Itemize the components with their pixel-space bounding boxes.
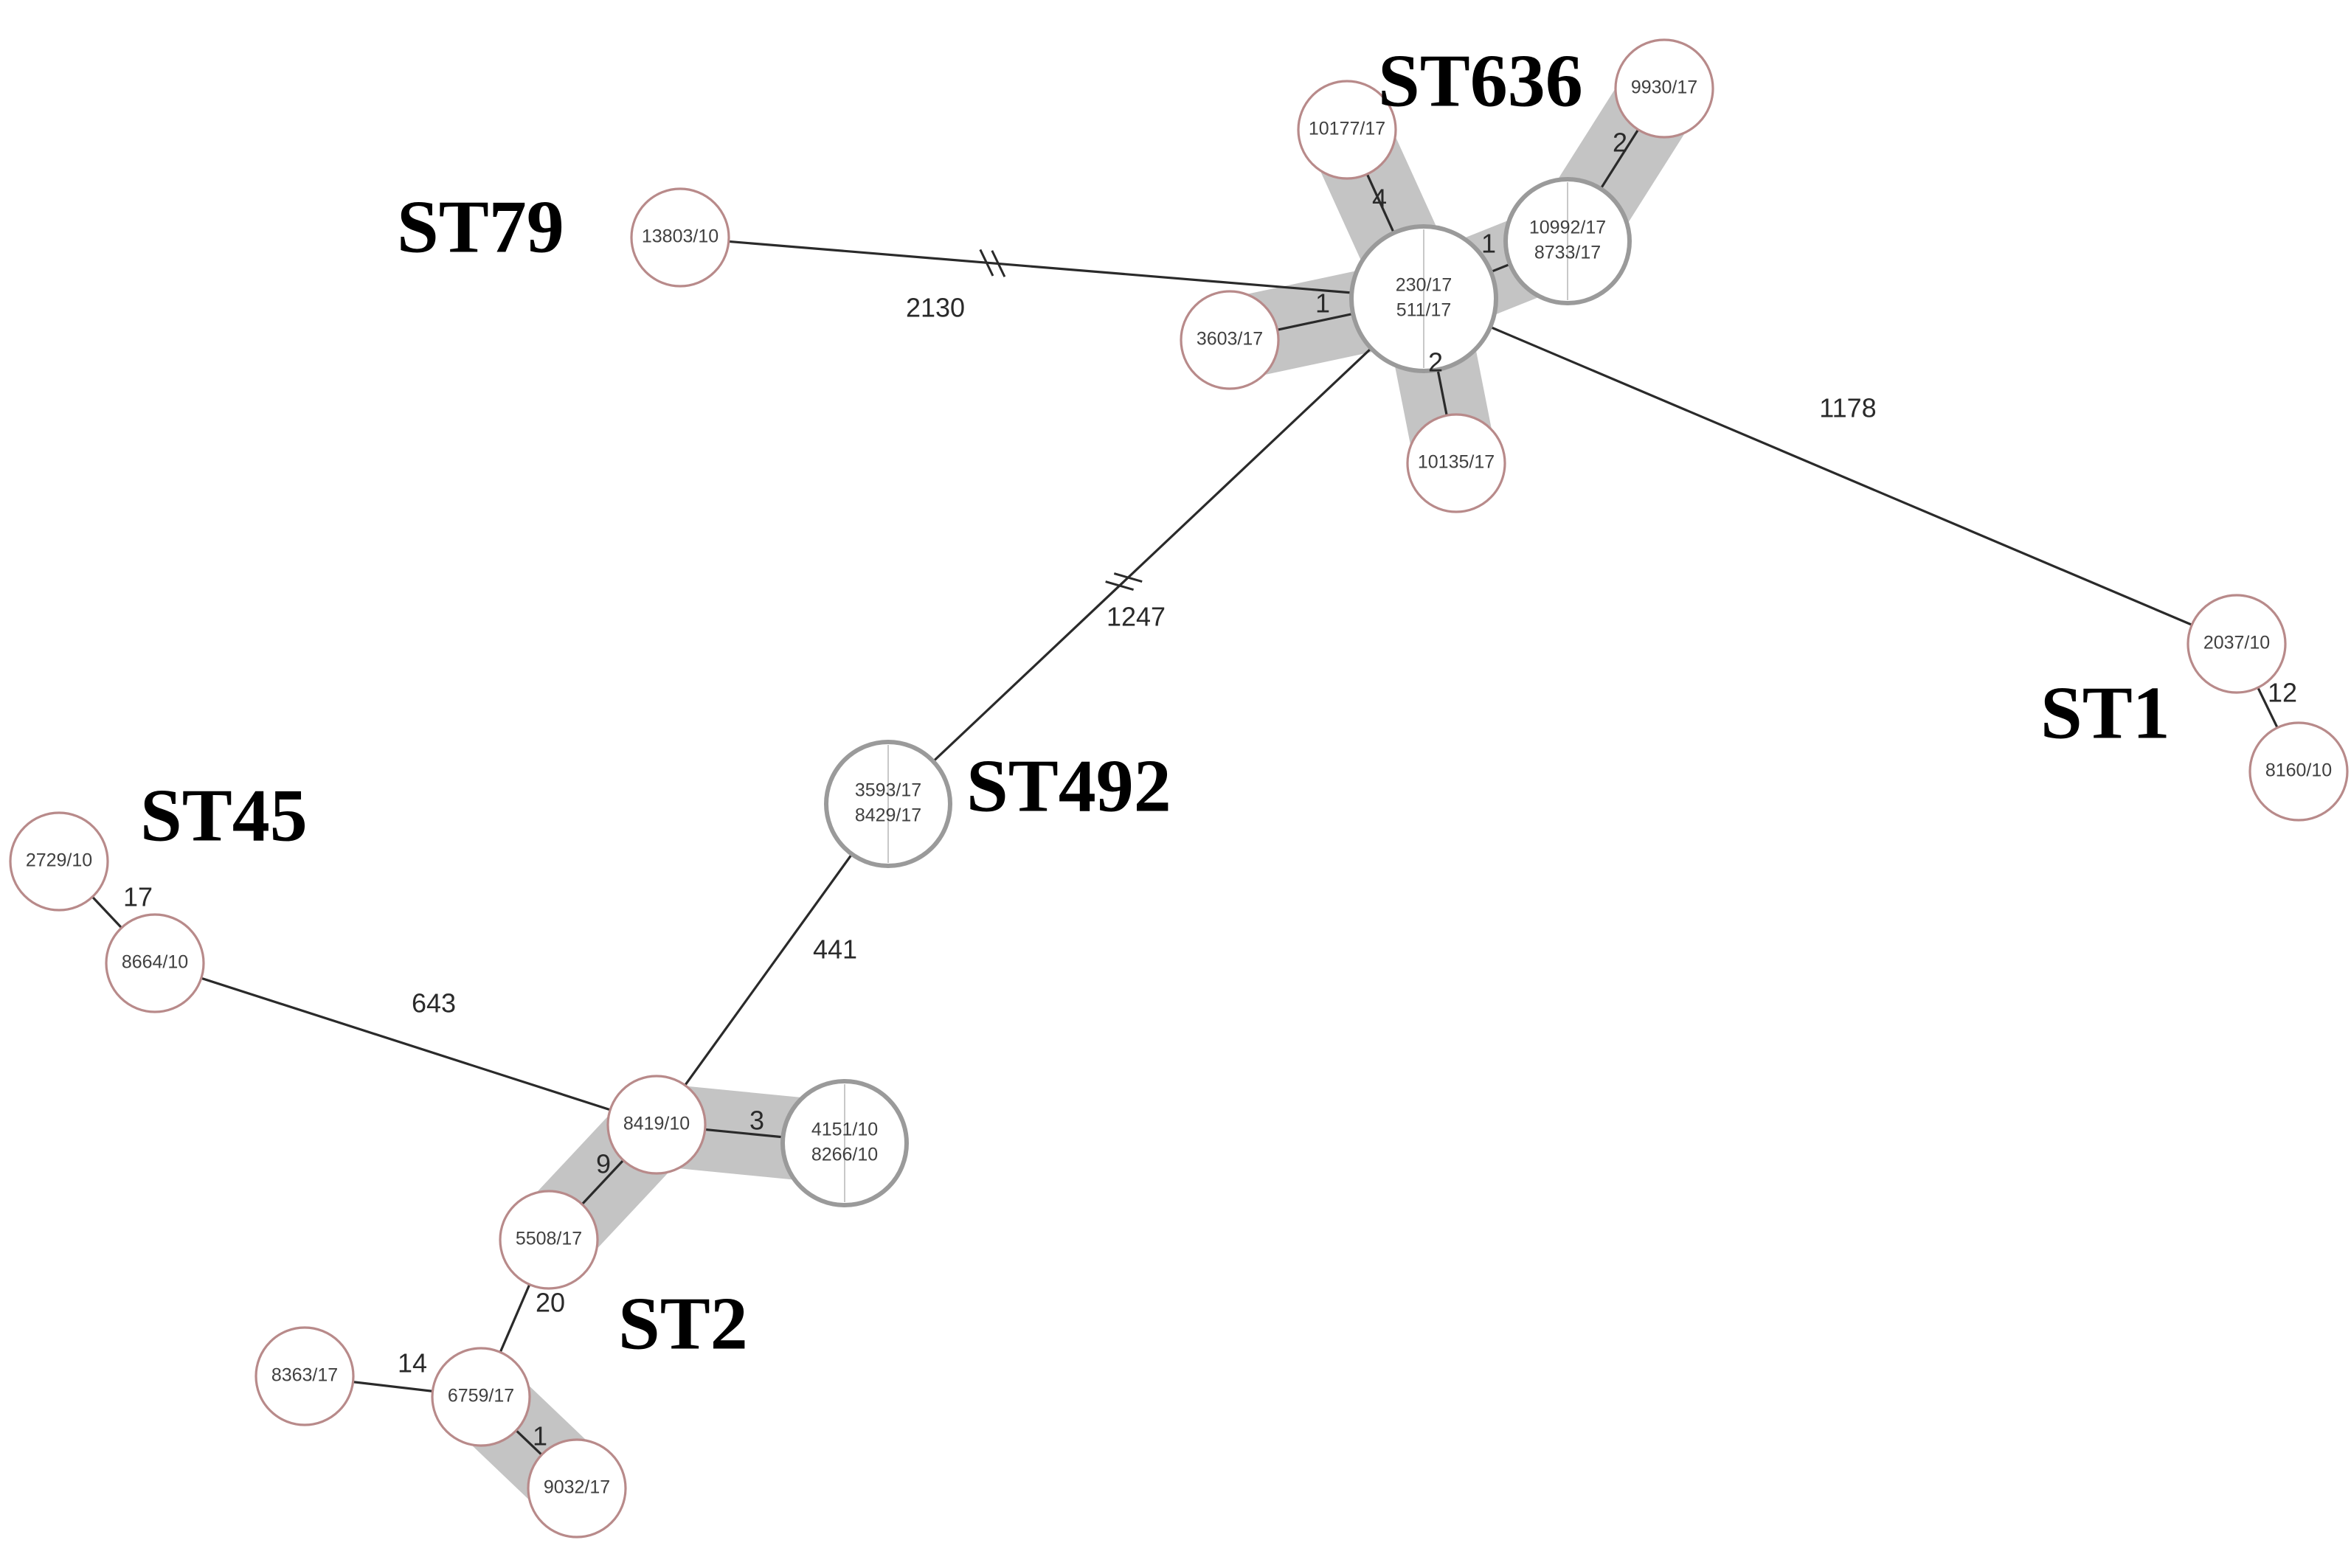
node-label: 3593/17 bbox=[855, 780, 921, 801]
node-n10177[interactable]: 10177/17 bbox=[1297, 80, 1397, 180]
group-label-st636: ST636 bbox=[1378, 39, 1583, 122]
edge-label: 17 bbox=[123, 882, 153, 912]
node-label: 8363/17 bbox=[271, 1365, 338, 1386]
group-label-st492: ST492 bbox=[966, 744, 1171, 828]
edge-n230-n3593 bbox=[887, 297, 1425, 805]
edge-n230-n13803 bbox=[679, 236, 1424, 300]
group-label-st1: ST1 bbox=[2040, 671, 2170, 754]
edge-label: 3 bbox=[749, 1106, 764, 1136]
edge-label: 441 bbox=[813, 934, 857, 965]
group-label-st45: ST45 bbox=[140, 774, 308, 857]
node-label: 4151/10 bbox=[811, 1120, 878, 1140]
node-n3603[interactable]: 3603/17 bbox=[1180, 290, 1280, 390]
nodes: 230/17 511/17 10177/17 9930/17 10992/17 8733/… bbox=[9, 38, 2349, 1538]
node-label: 9930/17 bbox=[1631, 77, 1697, 98]
node-n230[interactable]: 230/17 511/17 bbox=[1349, 224, 1498, 373]
node-circle bbox=[1614, 38, 1714, 139]
edge-label: 2 bbox=[1613, 128, 1627, 158]
node-label: 10177/17 bbox=[1309, 119, 1385, 139]
node-label: 230/17 bbox=[1396, 275, 1452, 296]
edge-label: 1247 bbox=[1107, 602, 1166, 632]
node-circle bbox=[630, 187, 730, 288]
node-label: 8266/10 bbox=[811, 1145, 878, 1165]
node-circle bbox=[606, 1075, 707, 1175]
edges bbox=[58, 88, 2300, 1490]
node-label: 6759/17 bbox=[448, 1386, 514, 1406]
node-label: 8160/10 bbox=[2265, 760, 2332, 781]
node-label: 5508/17 bbox=[516, 1229, 582, 1249]
node-label: 2729/10 bbox=[26, 850, 92, 871]
node-circle bbox=[255, 1326, 355, 1426]
edge-label: 1178 bbox=[1819, 393, 1876, 423]
node-n10992[interactable]: 10992/17 8733/17 bbox=[1503, 177, 1632, 305]
edge-label: 1 bbox=[1481, 229, 1496, 259]
node-n8664[interactable]: 8664/10 bbox=[105, 913, 205, 1013]
edge-label: 20 bbox=[536, 1288, 565, 1318]
edge-label: 1 bbox=[1315, 288, 1330, 319]
edge-label: 2 bbox=[1428, 347, 1443, 378]
edge-label: 9 bbox=[596, 1149, 611, 1179]
node-n2729[interactable]: 2729/10 bbox=[9, 811, 109, 912]
node-n3593[interactable]: 3593/17 8429/17 bbox=[824, 740, 952, 868]
node-circle bbox=[1180, 290, 1280, 390]
node-n8419[interactable]: 8419/10 bbox=[606, 1075, 707, 1175]
node-circle bbox=[105, 913, 205, 1013]
node-n9032[interactable]: 9032/17 bbox=[527, 1438, 627, 1538]
edge-n3593-n8419 bbox=[655, 803, 890, 1125]
node-label: 9032/17 bbox=[544, 1477, 610, 1498]
node-label: 8733/17 bbox=[1534, 243, 1601, 263]
group-label-st79: ST79 bbox=[397, 185, 564, 268]
node-label: 10992/17 bbox=[1529, 218, 1606, 238]
node-label: 8664/10 bbox=[122, 952, 188, 973]
node-label: 8429/17 bbox=[855, 805, 921, 826]
edge-label: 14 bbox=[398, 1348, 427, 1378]
edge-label: 12 bbox=[2268, 678, 2297, 708]
node-circle bbox=[2186, 594, 2287, 694]
node-n6759[interactable]: 6759/17 bbox=[431, 1347, 531, 1447]
node-circle bbox=[1297, 80, 1397, 180]
node-label: 10135/17 bbox=[1418, 452, 1495, 473]
node-label: 2037/10 bbox=[2203, 633, 2270, 653]
node-circle bbox=[1406, 413, 1506, 513]
node-n4151[interactable]: 4151/10 8266/10 bbox=[780, 1079, 909, 1207]
node-n8363[interactable]: 8363/17 bbox=[255, 1326, 355, 1426]
edge-break-mark bbox=[979, 249, 1006, 277]
node-n2037[interactable]: 2037/10 bbox=[2186, 594, 2287, 694]
node-n10135[interactable]: 10135/17 bbox=[1406, 413, 1506, 513]
node-label: 3603/17 bbox=[1197, 329, 1263, 350]
node-n5508[interactable]: 5508/17 bbox=[499, 1190, 599, 1290]
node-n8160[interactable]: 8160/10 bbox=[2248, 721, 2349, 822]
edge-label: 643 bbox=[412, 988, 456, 1019]
node-circle bbox=[499, 1190, 599, 1290]
node-label: 511/17 bbox=[1396, 300, 1452, 321]
edge-n230-n2037 bbox=[1423, 297, 2237, 645]
node-circle bbox=[2248, 721, 2349, 822]
node-circle bbox=[9, 811, 109, 912]
edge-label: 2130 bbox=[906, 293, 965, 323]
node-n13803[interactable]: 13803/10 bbox=[630, 187, 730, 288]
edge-break-mark bbox=[1105, 572, 1143, 592]
edge-label: 1 bbox=[533, 1421, 547, 1451]
node-label: 13803/10 bbox=[642, 226, 719, 247]
node-circle bbox=[431, 1347, 531, 1447]
group-label-st2: ST2 bbox=[618, 1282, 748, 1365]
node-circle bbox=[527, 1438, 627, 1538]
edge-label: 4 bbox=[1372, 184, 1387, 214]
node-n9930[interactable]: 9930/17 bbox=[1614, 38, 1714, 139]
edge-n8664-n8419 bbox=[154, 962, 657, 1126]
node-label: 8419/10 bbox=[623, 1114, 690, 1134]
